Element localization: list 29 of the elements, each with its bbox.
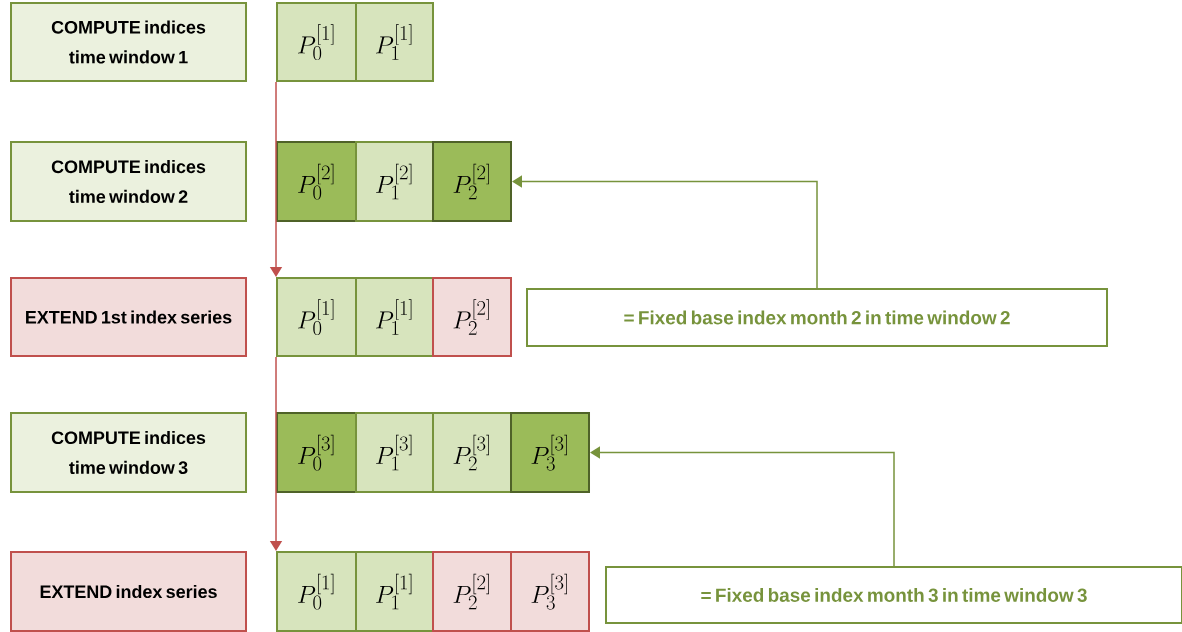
index-cell: $P_0^{[1]}$	[276, 2, 357, 82]
node-label: $P_3^{[3]}$	[531, 573, 567, 610]
node-label: $P_0^{[1]}$	[298, 573, 334, 610]
index-cell: $P_3^{[3]}$	[510, 412, 590, 493]
node-label: $P_2^{[2]}$	[453, 573, 489, 610]
index-cell: $P_1^{[1]}$	[355, 2, 434, 82]
arrow	[590, 446, 895, 567]
index-cell: $P_2^{[2]}$	[432, 551, 512, 632]
note-box: = Fixed base index month 3 in time window 3	[605, 566, 1182, 624]
index-cell: $P_1^{[3]}$	[355, 412, 434, 493]
index-cell: $P_2^{[3]}$	[432, 412, 512, 493]
index-cell: $P_1^{[1]}$	[355, 277, 434, 357]
index-cell: $P_2^{[2]}$	[432, 277, 512, 357]
index-cell: $P_1^{[1]}$	[355, 551, 434, 632]
index-cell: $P_0^{[2]}$	[276, 141, 357, 222]
index-cell: $P_3^{[3]}$	[510, 551, 590, 632]
step-box: COMPUTE indices time window 3	[10, 412, 247, 493]
note-box: = Fixed base index month 2 in time window 2	[526, 288, 1108, 347]
arrow	[512, 175, 818, 289]
node-label: $P_1^{[1]}$	[376, 573, 412, 610]
index-cell: $P_0^{[3]}$	[276, 412, 357, 493]
index-cell: $P_2^{[2]}$	[432, 141, 512, 222]
step-box: COMPUTE indices time window 2	[10, 141, 247, 222]
index-cell: $P_0^{[1]}$	[276, 551, 357, 632]
step-box: EXTEND index series	[10, 551, 247, 632]
step-box: EXTEND 1st index series	[10, 277, 247, 357]
index-cell: $P_1^{[2]}$	[355, 141, 434, 222]
step-box: COMPUTE indices time window 1	[10, 2, 247, 82]
index-cell: $P_0^{[1]}$	[276, 277, 357, 357]
